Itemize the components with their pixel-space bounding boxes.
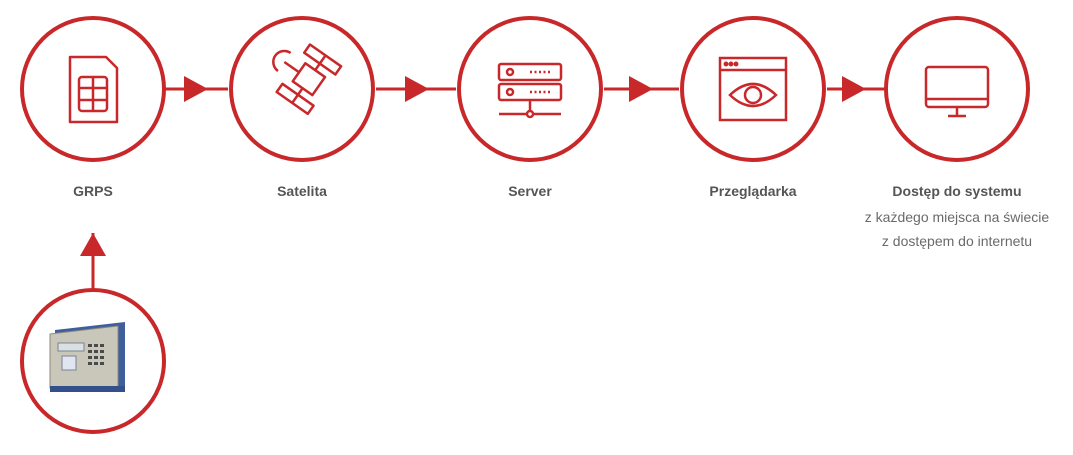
node-sublabel-line-1: z każdego miejsca na świecie (864, 209, 1050, 225)
node-circle-server (457, 16, 603, 162)
satellite-icon (272, 43, 343, 116)
server-icon (497, 62, 563, 119)
arrow-up-icon (80, 233, 106, 256)
node-label-dostep: Dostęp do systemu (892, 183, 1022, 199)
node-circle-dostep (884, 16, 1030, 162)
node-circle-przegladarka (680, 16, 826, 162)
node-label-grps: GRPS (73, 183, 113, 199)
node-label-przegladarka: Przeglądarka (709, 183, 797, 199)
node-sublabel-line-2: z dostępem do internetu (881, 233, 1033, 249)
controller-device-icon (49, 322, 125, 392)
node-label-server: Server (508, 183, 552, 199)
arrow-right-icon (405, 76, 429, 102)
node-label-satelita: Satelita (277, 183, 327, 199)
sim-card-icon (68, 55, 119, 124)
browser-eye-icon (718, 56, 788, 122)
arrow-right-icon (842, 76, 866, 102)
arrow-right-icon (629, 76, 653, 102)
monitor-icon (924, 65, 990, 118)
arrow-right-icon (184, 76, 208, 102)
